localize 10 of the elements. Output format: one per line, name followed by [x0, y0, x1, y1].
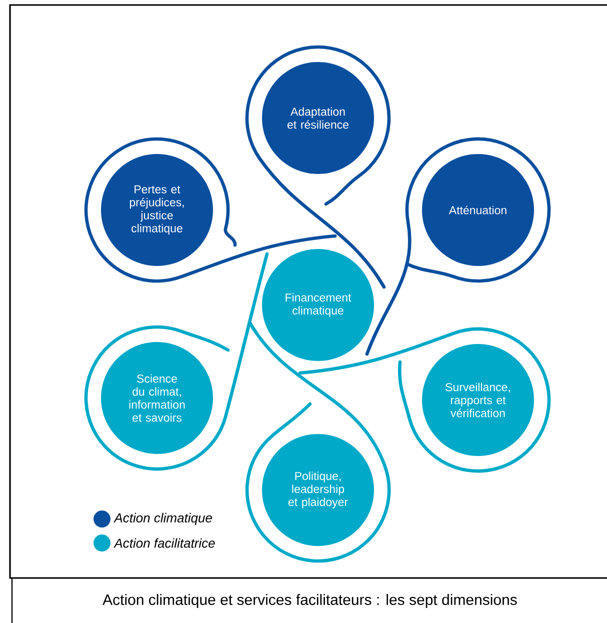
caption: Action climatique et services facilitateurs : les sept dimensions	[102, 594, 517, 608]
legend-label: Action climatique	[114, 512, 212, 526]
circle-node: Science du climat, information et savoirs	[101, 342, 213, 454]
legend-label: Action facilitatrice	[114, 538, 215, 548]
circle-node: Politique, leadership et plaidoyer	[262, 434, 374, 546]
circle-node: Surveillance, rapports et vérification	[422, 344, 534, 456]
circle-node: Pertes et préjudices, justice climatique	[101, 154, 213, 266]
circle-node: Atténuation	[422, 154, 534, 266]
circle-node: Adaptation et résilience	[262, 62, 374, 174]
circle-node: Financement climatique	[262, 249, 374, 361]
